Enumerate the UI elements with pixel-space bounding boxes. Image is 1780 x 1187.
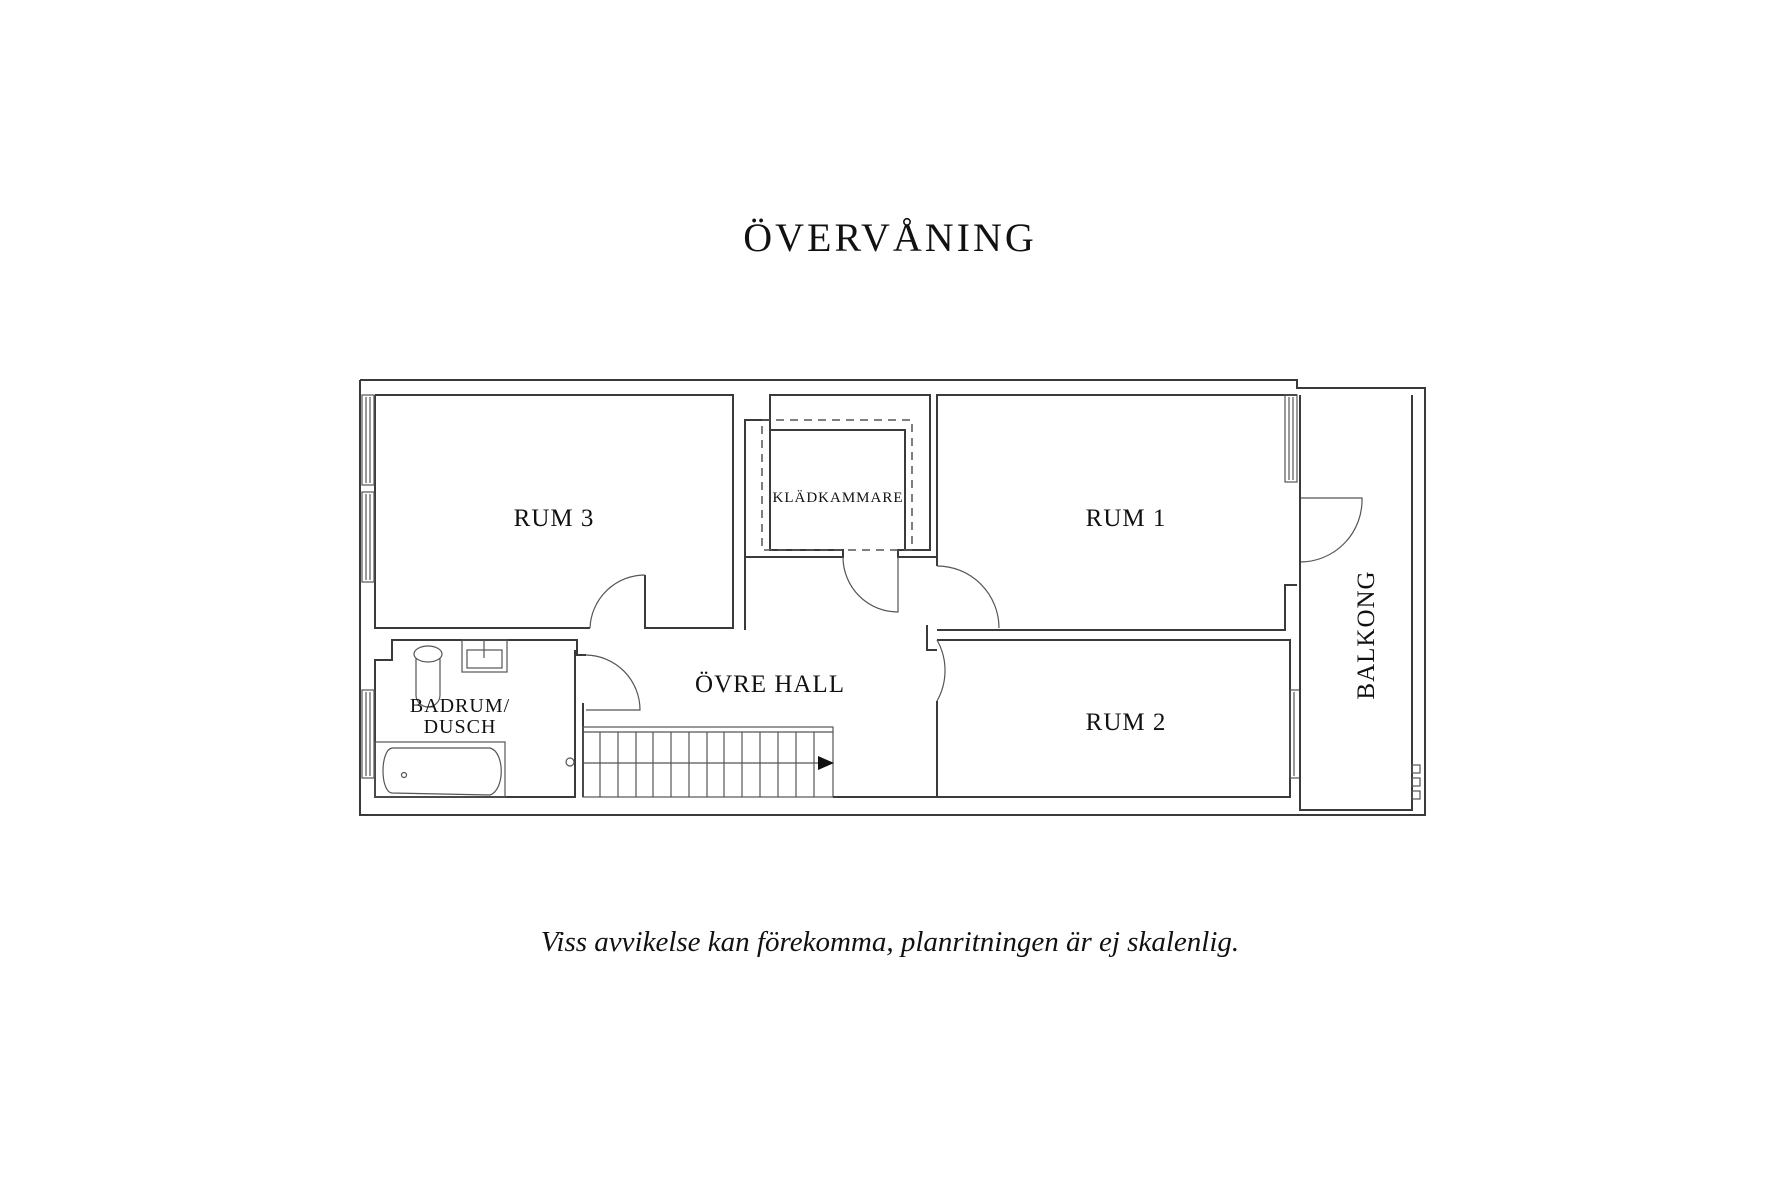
room-label-ovre-hall: ÖVRE HALL xyxy=(695,671,845,698)
outer-walls xyxy=(359,379,1426,816)
scale-disclaimer: Viss avvikelse kan förekomma, planritnin… xyxy=(540,926,1240,958)
floor-title: ÖVERVÅNING xyxy=(743,215,1037,260)
room-label-badrum-1: BADRUM/ xyxy=(410,695,510,717)
room-label-badrum-2: DUSCH xyxy=(424,716,497,738)
room-badrum: BADRUM/ DUSCH xyxy=(361,639,641,798)
room-label-rum2: RUM 2 xyxy=(1086,709,1167,736)
room-label-kladkammare: KLÄDKAMMARE xyxy=(773,489,904,506)
room-label-balkong: BALKONG xyxy=(1353,570,1380,699)
room-label-rum1: RUM 1 xyxy=(1086,505,1167,532)
stair-direction-arrow-icon xyxy=(818,756,834,770)
stair-treads xyxy=(599,732,815,797)
room-rum3: RUM 3 xyxy=(361,394,734,629)
room-ovre-hall: ÖVRE HALL xyxy=(582,671,937,798)
room-kladkammare: KLÄDKAMMARE xyxy=(744,394,937,630)
room-rum2: RUM 2 xyxy=(926,625,1301,798)
room-label-rum3: RUM 3 xyxy=(514,505,595,532)
room-rum1: RUM 1 xyxy=(936,394,1363,631)
room-balkong: BALKONG xyxy=(1299,395,1421,811)
